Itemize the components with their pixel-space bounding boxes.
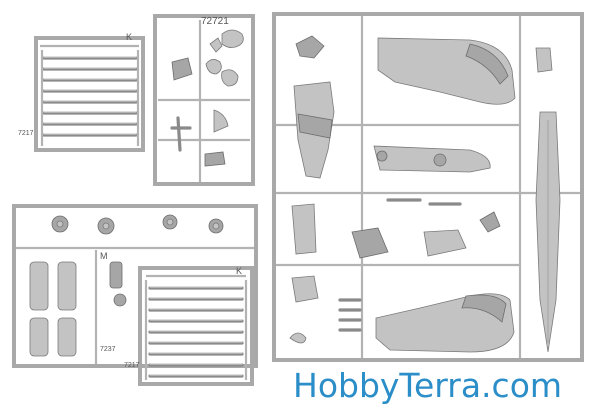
sprue-letter-k-top: K [126, 32, 133, 42]
hobbyterra-watermark: HobbyTerra.com [293, 366, 563, 405]
rack-parts-bottom [148, 286, 244, 378]
part-number-label: 72721 [201, 16, 229, 27]
sprue-top-left [34, 36, 145, 152]
sprue-bottom-left [12, 204, 258, 368]
side-code-bottom-centre: 7217 [124, 362, 140, 369]
side-code-bottom-left: 7237 [100, 346, 116, 353]
sprue-bottom-centre [138, 266, 254, 386]
side-code-top-left: 7217 [18, 130, 34, 137]
sprue-letter-m: M [100, 251, 108, 261]
rack-parts [42, 56, 138, 137]
sprue-letter-k-bottom: K [236, 266, 243, 276]
sprue-top-centre [153, 14, 255, 186]
sprue-fuselage [272, 12, 584, 362]
